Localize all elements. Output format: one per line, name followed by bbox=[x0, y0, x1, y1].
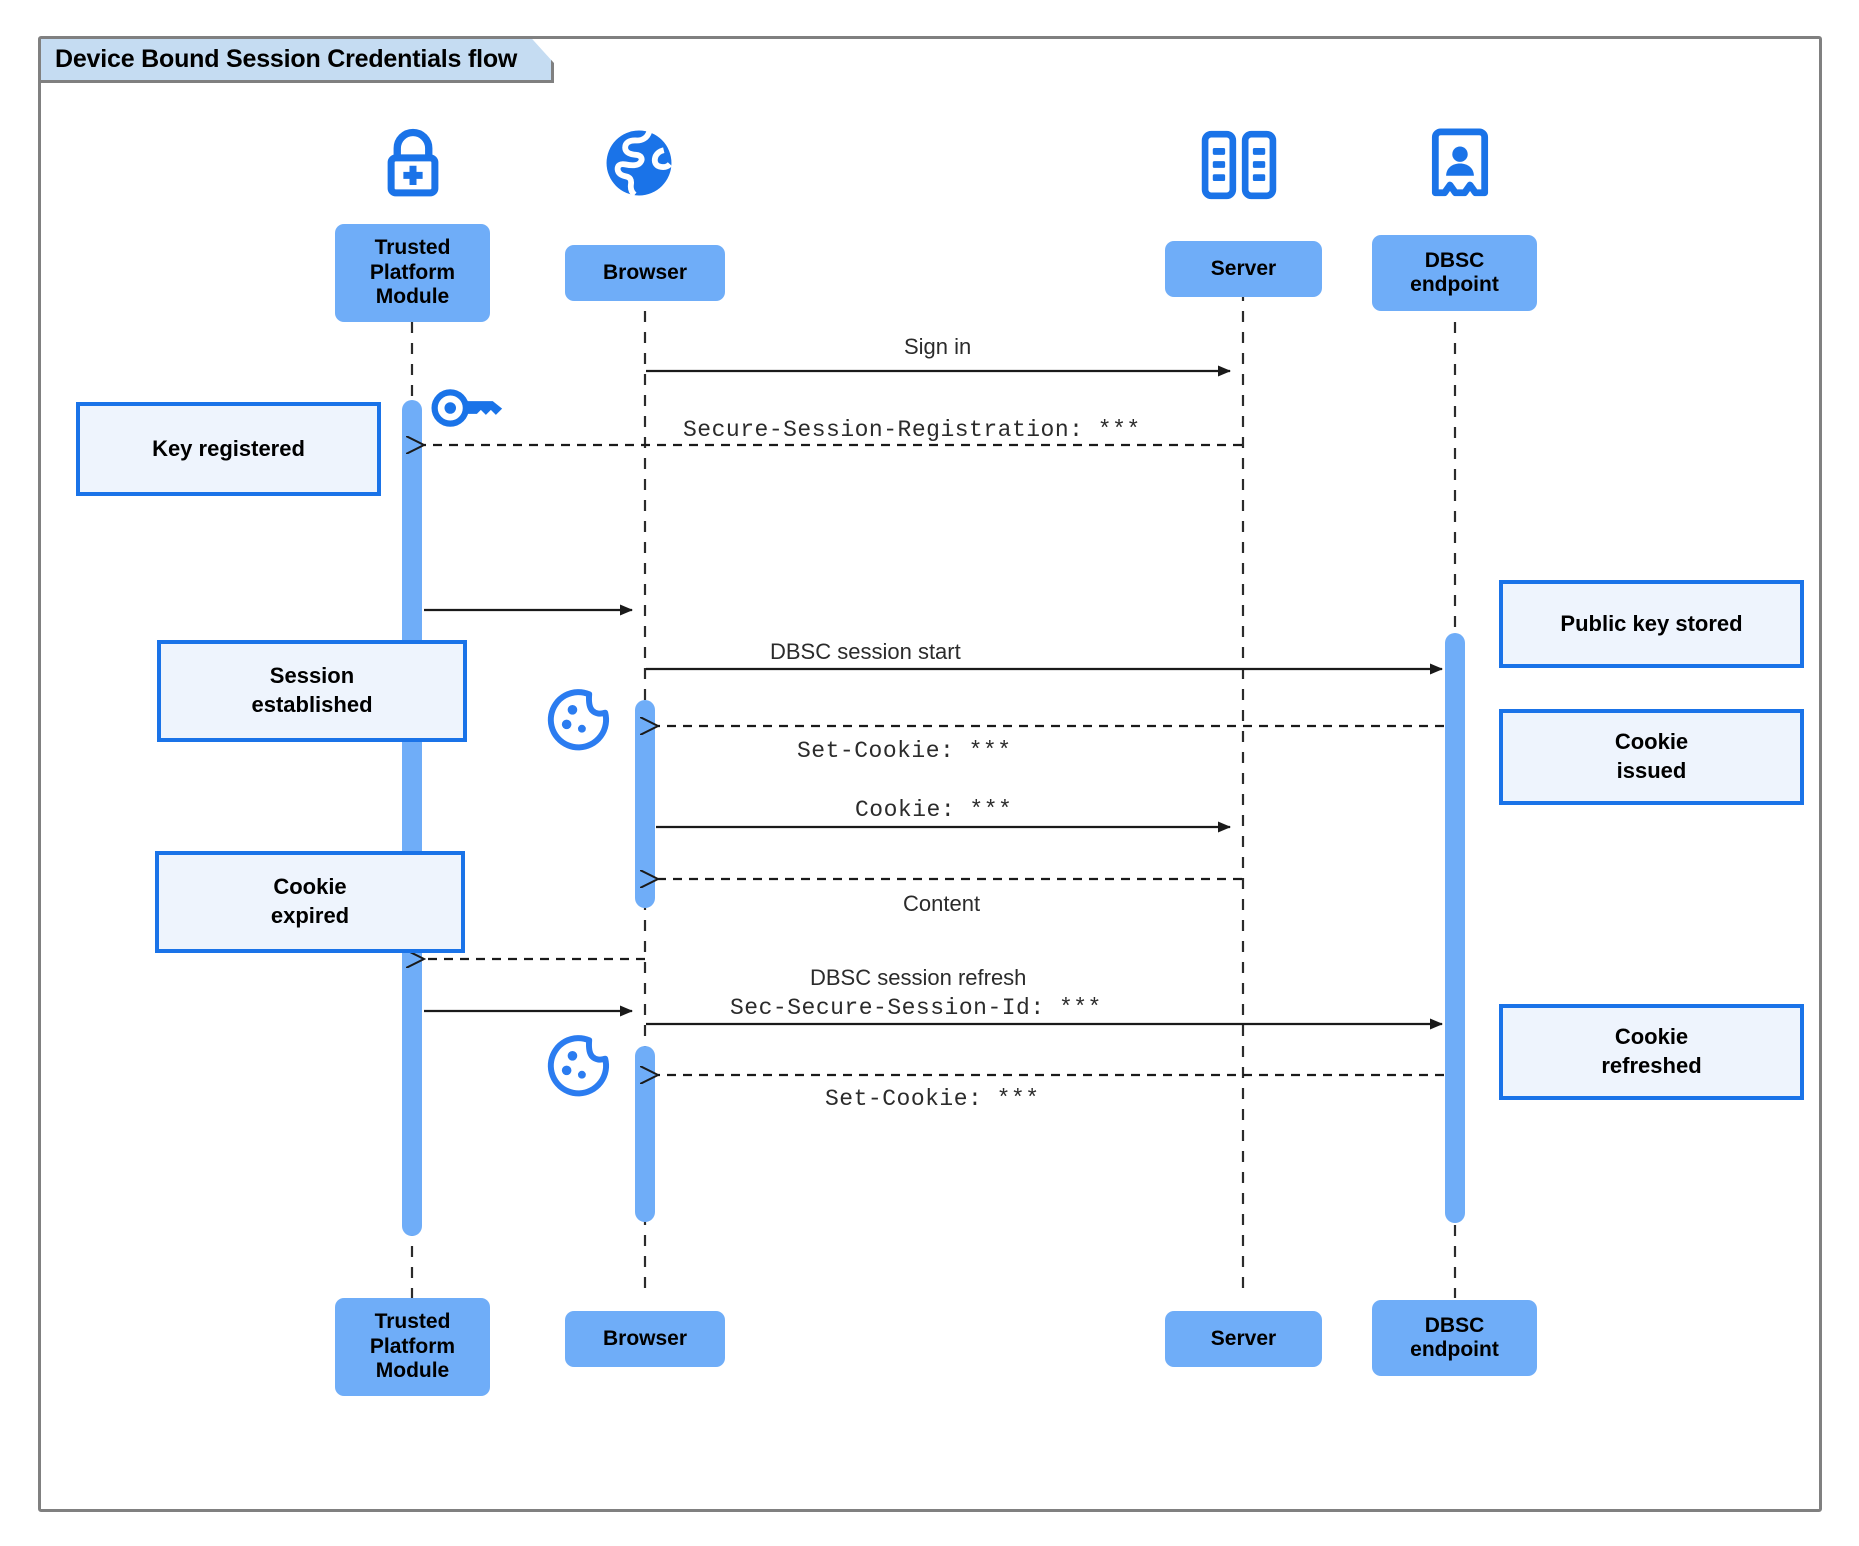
cookie-icon bbox=[547, 1034, 611, 1103]
participant-label-line2: Platform bbox=[369, 1334, 456, 1358]
note-session-established: Session established bbox=[157, 640, 467, 742]
page-title: Device Bound Session Credentials flow bbox=[55, 45, 518, 73]
message-label-sign-in: Sign in bbox=[904, 334, 972, 359]
note-text: Key registered bbox=[152, 435, 305, 461]
participant-label-line2: endpoint bbox=[1410, 273, 1499, 296]
message-label-secure-session-registration: Secure-Session-Registration: *** bbox=[683, 417, 1141, 443]
note-text-line2: expired bbox=[270, 903, 350, 928]
note-cookie-expired: Cookie expired bbox=[155, 851, 465, 953]
note-text: Public key stored bbox=[1560, 610, 1743, 636]
message-label-dbsc-session-refresh: DBSC session refresh bbox=[810, 965, 1027, 990]
message-label-cookie: Cookie: *** bbox=[855, 797, 1013, 823]
note-cookie-refreshed: Cookie refreshed bbox=[1499, 1004, 1804, 1100]
note-text-line1: Cookie bbox=[1614, 729, 1689, 755]
participant-label-line1: Trusted bbox=[374, 1310, 451, 1334]
participant-tpm-bottom[interactable]: Trusted Platform Module bbox=[335, 1298, 490, 1396]
key-icon bbox=[430, 383, 508, 438]
message-label-content: Content bbox=[903, 891, 981, 916]
cookie-icon bbox=[547, 688, 611, 757]
participant-dbsc-top[interactable]: DBSC endpoint bbox=[1372, 235, 1537, 311]
message-label-dbsc-session-start: DBSC session start bbox=[770, 639, 961, 664]
participant-label-line1: DBSC bbox=[1424, 1313, 1485, 1337]
participant-label-line3: Module bbox=[375, 285, 450, 309]
globe-icon bbox=[598, 122, 680, 209]
participant-label: Server bbox=[1210, 256, 1277, 280]
participant-label-line3: Module bbox=[375, 1359, 450, 1383]
lock-plus-icon bbox=[371, 122, 455, 211]
participant-server-bottom[interactable]: Server bbox=[1165, 1311, 1322, 1367]
participant-label-line2: endpoint bbox=[1410, 1338, 1499, 1361]
note-text-line2: refreshed bbox=[1601, 1053, 1702, 1078]
participant-browser-bottom[interactable]: Browser bbox=[565, 1311, 725, 1367]
note-key-registered: Key registered bbox=[76, 402, 381, 496]
server-rack-icon bbox=[1198, 128, 1280, 207]
diagram-title-tab: Device Bound Session Credentials flow bbox=[41, 39, 554, 83]
participant-server-top[interactable]: Server bbox=[1165, 241, 1322, 297]
id-badge-icon bbox=[1424, 128, 1496, 207]
note-text-line2: issued bbox=[1616, 758, 1687, 783]
message-label-sec-secure-session-id: Sec-Secure-Session-Id: *** bbox=[730, 995, 1102, 1021]
participant-label: Server bbox=[1210, 1326, 1277, 1350]
participant-label-line1: Trusted bbox=[374, 236, 451, 260]
note-text-line1: Cookie bbox=[1614, 1024, 1689, 1050]
participant-dbsc-bottom[interactable]: DBSC endpoint bbox=[1372, 1300, 1537, 1376]
note-text-line2: established bbox=[251, 692, 373, 717]
note-cookie-issued: Cookie issued bbox=[1499, 709, 1804, 805]
note-text-line1: Session bbox=[269, 663, 355, 689]
participant-label: Browser bbox=[602, 1326, 688, 1350]
participant-label-line1: DBSC bbox=[1424, 248, 1485, 272]
note-public-key-stored: Public key stored bbox=[1499, 580, 1804, 668]
participant-label-line2: Platform bbox=[369, 260, 456, 284]
participant-browser-top[interactable]: Browser bbox=[565, 245, 725, 301]
message-label-set-cookie-1: Set-Cookie: *** bbox=[797, 738, 1012, 764]
participant-tpm-top[interactable]: Trusted Platform Module bbox=[335, 224, 490, 322]
participant-label: Browser bbox=[602, 260, 688, 284]
note-text-line1: Cookie bbox=[273, 874, 347, 900]
message-label-set-cookie-2: Set-Cookie: *** bbox=[825, 1086, 1040, 1112]
